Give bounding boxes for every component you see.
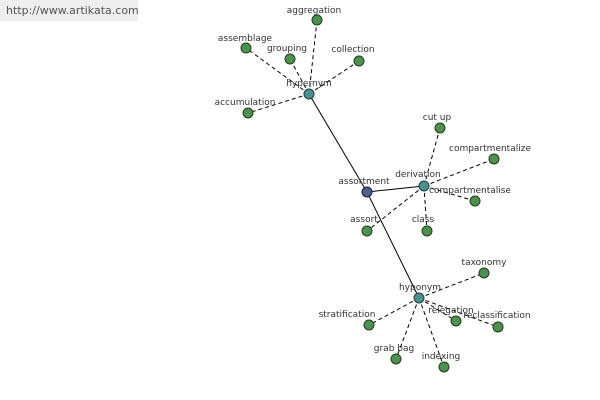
node-assortment[interactable]: [361, 186, 373, 198]
node-label-class[interactable]: class: [412, 215, 435, 225]
node-label-grouping[interactable]: grouping: [267, 44, 307, 54]
edge-derivation-class: [423, 185, 428, 232]
edge-assortment-hyponym: [366, 191, 420, 299]
graph-nodes: [240, 14, 504, 373]
node-label-taxonomy[interactable]: taxonomy: [462, 258, 508, 268]
edge-hyponym-indexing: [418, 297, 445, 368]
node-label-hyponym[interactable]: hyponym: [399, 283, 441, 293]
node-label-collection[interactable]: collection: [331, 45, 374, 55]
node-taxonomy[interactable]: [478, 267, 490, 279]
node-label-accumulation[interactable]: accumulation: [215, 98, 276, 108]
node-assort[interactable]: [361, 225, 373, 237]
node-hyponym[interactable]: [413, 292, 425, 304]
edge-assortment-hypernym: [308, 93, 368, 193]
graph-edges: [245, 19, 499, 368]
node-label-relegation[interactable]: relegation: [428, 306, 474, 316]
node-label-assortment[interactable]: assortment: [338, 177, 390, 187]
edge-derivation-assort: [366, 185, 425, 232]
node-accumulation[interactable]: [242, 107, 254, 119]
edge-derivation-compartmentalize: [423, 158, 495, 187]
node-grab-bag[interactable]: [390, 353, 402, 365]
edge-hyponym-reclassification: [418, 297, 499, 328]
node-hypernym[interactable]: [303, 88, 315, 100]
node-label-hypernym[interactable]: hypernym: [286, 79, 332, 89]
edge-hyponym-taxonomy: [418, 272, 485, 299]
edge-hyponym-stratification: [368, 297, 420, 326]
edge-hyponym-relegation: [418, 297, 457, 322]
node-class[interactable]: [421, 225, 433, 237]
node-indexing[interactable]: [438, 361, 450, 373]
graph-labels: assortment hypernym derivation hyponym aggre…: [215, 6, 532, 362]
node-assemblage[interactable]: [240, 42, 252, 54]
node-derivation[interactable]: [418, 180, 430, 192]
edge-hypernym-collection: [308, 60, 360, 95]
node-label-grab-bag[interactable]: grab bag: [374, 344, 414, 354]
node-label-compartmentalize[interactable]: compartmentalize: [449, 144, 531, 154]
node-label-assort[interactable]: assort: [350, 215, 378, 225]
node-grouping[interactable]: [284, 53, 296, 65]
edge-hyponym-grab-bag: [395, 297, 420, 360]
node-label-stratification[interactable]: stratification: [319, 310, 376, 320]
edge-derivation-cut-up: [423, 127, 441, 187]
node-compartmentalise[interactable]: [469, 195, 481, 207]
node-label-assemblage[interactable]: assemblage: [218, 34, 273, 44]
node-label-derivation[interactable]: derivation: [395, 170, 441, 180]
node-label-reclassification[interactable]: reclassification: [463, 311, 530, 321]
edge-hypernym-accumulation: [247, 93, 310, 114]
node-label-compartmentalise[interactable]: compartmentalise: [429, 186, 511, 196]
node-label-cut-up[interactable]: cut up: [423, 113, 452, 123]
node-cut-up[interactable]: [434, 122, 446, 134]
node-reclassification[interactable]: [492, 321, 504, 333]
node-relegation[interactable]: [450, 315, 462, 327]
edge-hypernym-assemblage: [245, 47, 310, 95]
edge-assortment-derivation: [366, 185, 425, 193]
edge-hypernym-aggregation: [308, 19, 318, 95]
node-label-aggregation[interactable]: aggregation: [287, 6, 341, 16]
edge-derivation-compartmentalise: [423, 185, 476, 202]
node-label-indexing[interactable]: indexing: [422, 352, 461, 362]
node-compartmentalize[interactable]: [488, 153, 500, 165]
node-collection[interactable]: [353, 55, 365, 67]
node-aggregation[interactable]: [311, 14, 323, 26]
node-stratification[interactable]: [363, 319, 375, 331]
watermark-url[interactable]: http://www.artikata.com: [0, 0, 139, 21]
